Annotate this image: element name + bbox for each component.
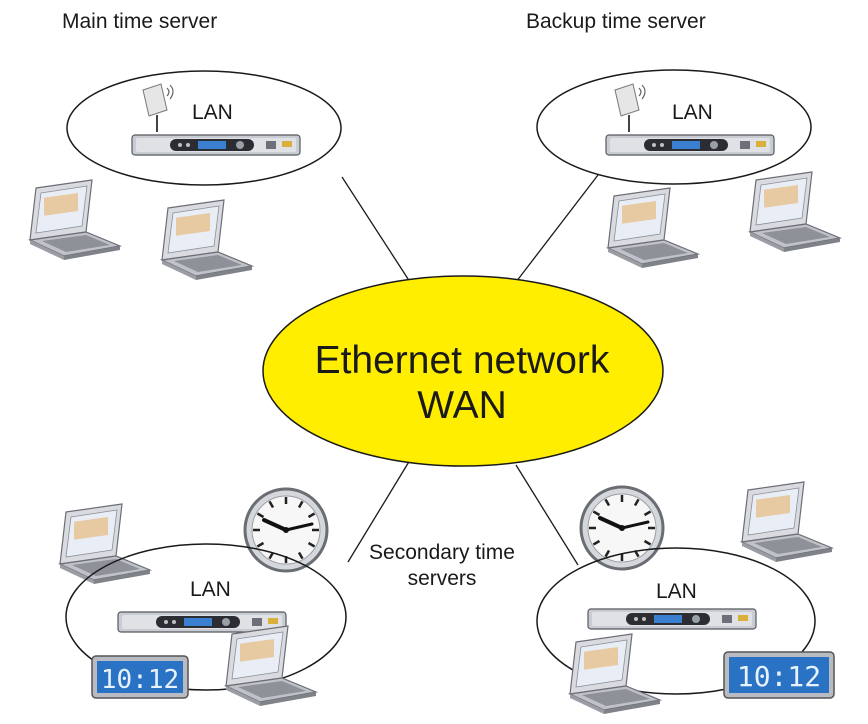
connector-lines [341,174,599,566]
link-main [341,176,411,283]
link-secondary-right [515,464,579,566]
main-time-server-label: Main time server [62,10,218,33]
secondary-label-line1: Secondary time [369,541,515,564]
laptop-icon [741,481,833,563]
secondary-server-device [587,608,757,630]
lan-label-secondary-right: LAN [656,580,697,603]
wan-ellipse [262,275,664,467]
wan-label-line1: Ethernet network [314,339,610,382]
lan-ellipse-secondary-left [65,543,347,691]
laptop-icon [607,187,699,269]
lan-label-secondary-left: LAN [190,578,231,601]
lan-ellipse-backup [536,69,812,185]
laptop-icon [161,199,253,281]
gps-antenna-icon [142,83,174,133]
backup-time-server-label: Backup time server [526,10,706,33]
laptop-icon [29,179,121,261]
main-server-device [131,134,301,156]
backup-server-device [605,134,775,156]
wan-label-line2: WAN [417,384,507,427]
svg-text:10:12: 10:12 [101,665,179,695]
analog-clock-icon [243,487,329,573]
lan-label-main: LAN [192,101,233,124]
secondary-time-servers-label: Secondary time servers [362,540,522,592]
laptop-icon [225,625,317,707]
lan-ellipse-secondary-right [536,547,816,695]
digital-clock-icon: 10:12 [91,655,189,699]
lan-ellipse-main [66,70,342,186]
analog-clock-icon [579,485,665,571]
gps-antenna-icon [614,83,646,133]
laptop-icon [569,633,661,715]
digital-clock-icon: 10:12 [723,651,835,699]
laptop-icon [59,503,151,585]
svg-text:10:12: 10:12 [737,660,821,693]
link-secondary-left [347,459,411,563]
secondary-label-line2: servers [407,567,477,590]
laptop-icon [749,171,841,253]
secondary-server-device [117,611,287,633]
lan-label-backup: LAN [672,101,713,124]
link-backup [515,174,599,283]
wan-label: Ethernet network WAN [262,338,662,428]
